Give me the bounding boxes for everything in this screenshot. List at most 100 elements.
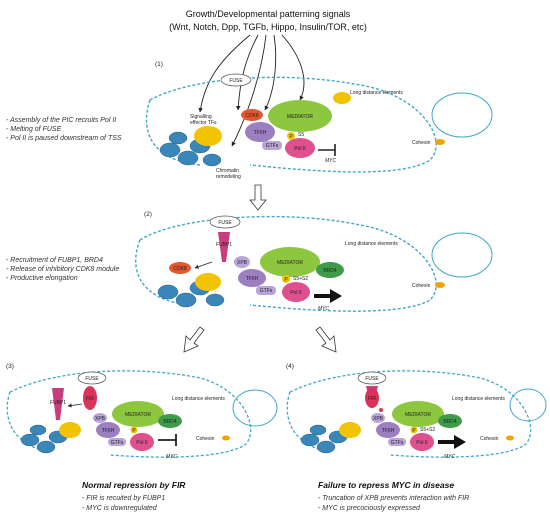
dna-helix: [9, 370, 252, 458]
elongation-arrow: [438, 435, 466, 449]
pol2-label: Pol II: [416, 440, 427, 446]
brd4: [316, 262, 344, 278]
signalling-tf: [194, 126, 222, 146]
myc-label: MYC: [166, 454, 178, 460]
nucleosome-cluster: [20, 424, 68, 454]
elongation-arrow: [314, 289, 342, 303]
signalling-tf: [59, 422, 81, 438]
tfiih: [245, 122, 275, 142]
phospho-p: [130, 426, 138, 434]
chromatin-label-a: Chromatin: [216, 168, 239, 174]
dna-loop: [431, 232, 493, 278]
s5-label: S5: [298, 132, 304, 138]
fubp1: [52, 388, 64, 420]
signals-title-line2: (Wnt, Notch, Dpp, TGFb, Hippo, Insulin/T…: [169, 22, 367, 32]
cohesin: [506, 435, 514, 441]
cohesin-label: Cohesin: [480, 436, 499, 442]
myc-label: MYC: [318, 306, 330, 312]
pol2-label: Pol II: [136, 440, 147, 446]
myc-label: MYC: [444, 454, 456, 460]
gtfs: [262, 141, 282, 150]
fubp1-label: FUBP1: [216, 242, 232, 248]
cdk8: [169, 262, 191, 274]
fir: [83, 386, 97, 410]
cdk8: [241, 109, 263, 121]
pol2: [282, 282, 310, 302]
xpb-label: XPB: [373, 416, 384, 422]
pol2: [410, 433, 434, 451]
gtfs: [108, 438, 126, 446]
phospho-p: [282, 275, 290, 283]
panel-3-note-1: - FIR is recuited by FUBP1: [82, 495, 165, 502]
fir: [365, 388, 379, 408]
phospho-p: [287, 132, 295, 140]
fubp1-release-arrow: [67, 403, 83, 408]
fubp1-label: FUBP1: [50, 400, 66, 406]
dna-loop: [509, 388, 547, 422]
dna-helix: [149, 76, 437, 173]
brd4: [158, 414, 182, 428]
xpb-label: XPB: [95, 416, 106, 422]
mediator: [392, 401, 444, 427]
pol2-label: Pol II: [290, 290, 301, 296]
xpb: [93, 413, 107, 423]
fuse-bubble: [77, 371, 107, 385]
panel-1-note-1: - Assembly of the PIC recruits Pol II: [6, 117, 116, 124]
brd4-label: BRD4: [163, 419, 177, 425]
mediator-label: MEDIATOR: [277, 260, 303, 266]
gtfs: [256, 286, 276, 295]
panel-4: (4) FUSE FIR XPB MEDIATOR BRD4 TFIIH GTF…: [286, 363, 547, 512]
p-label: P: [284, 277, 288, 283]
p-label: P: [132, 428, 136, 434]
mediator-label: MEDIATOR: [287, 114, 313, 120]
mediator: [112, 401, 164, 427]
xpb: [371, 413, 385, 423]
p-label: P: [412, 428, 416, 434]
panel-3-number: (3): [6, 363, 14, 370]
phospho-p: [410, 426, 418, 434]
panel-4-note-2: - MYC is precociously expressed: [318, 505, 421, 512]
cohesin: [435, 139, 445, 145]
brd4-label: BRD4: [443, 419, 457, 425]
tfiih-label: TFIIH: [246, 276, 259, 282]
fir-label: FIR: [86, 396, 94, 402]
panel-4-title: Failure to repress MYC in disease: [318, 480, 454, 490]
tfiih: [376, 422, 400, 438]
tfiih: [96, 422, 120, 438]
long-distance-label: Long distance elements: [452, 396, 505, 402]
gtfs-label: GTFs: [260, 288, 273, 294]
cohesin-label: Cohesin: [196, 436, 215, 442]
fuse-bubble: [220, 73, 252, 87]
pause-bar: [318, 144, 336, 156]
panel-3-title: Normal repression by FIR: [82, 480, 186, 490]
panel-2-number: (2): [144, 211, 152, 218]
xpb: [234, 256, 250, 268]
signalling-label-b: effector TFs: [190, 120, 217, 126]
fir-label: FIR: [368, 396, 376, 402]
panel-3: (3) FUSE FUBP1 FIR XPB MEDIATOR BRD4 TFI…: [6, 363, 278, 512]
s5s2-label: S5+S2: [420, 427, 435, 433]
signalling-tf: [339, 422, 361, 438]
cdk8-release-arrow: [194, 261, 213, 269]
dna-loop: [431, 92, 493, 138]
panel-1: (1) FUSE Signalling effector TFs CDK8 ME…: [6, 61, 493, 180]
pol2: [130, 433, 154, 451]
cohesin-label: Cohesin: [412, 283, 431, 289]
arrow-2-to-4: [315, 326, 337, 353]
fuse-label: FUSE: [229, 78, 243, 84]
long-distance-label: Long distance elements: [350, 90, 403, 96]
panel-2-note-3: - Productive elongation: [6, 275, 78, 282]
panel-3-note-2: - MYC is downregulated: [82, 505, 158, 512]
s5s2-label: S5+S2: [293, 276, 308, 282]
gtfs: [388, 438, 406, 446]
cohesin-label: Cohesin: [412, 140, 431, 146]
pol2: [285, 138, 315, 158]
myc-label: MYC: [325, 158, 337, 164]
mediator: [260, 247, 320, 277]
tfiih-label: TFIIH: [102, 428, 115, 434]
signals-title-line1: Growth/Developmental patterning signals: [186, 9, 351, 19]
tfiih: [238, 269, 266, 287]
arrow-1-to-2: [249, 184, 267, 211]
long-distance-label: Long distance elements: [345, 241, 398, 247]
